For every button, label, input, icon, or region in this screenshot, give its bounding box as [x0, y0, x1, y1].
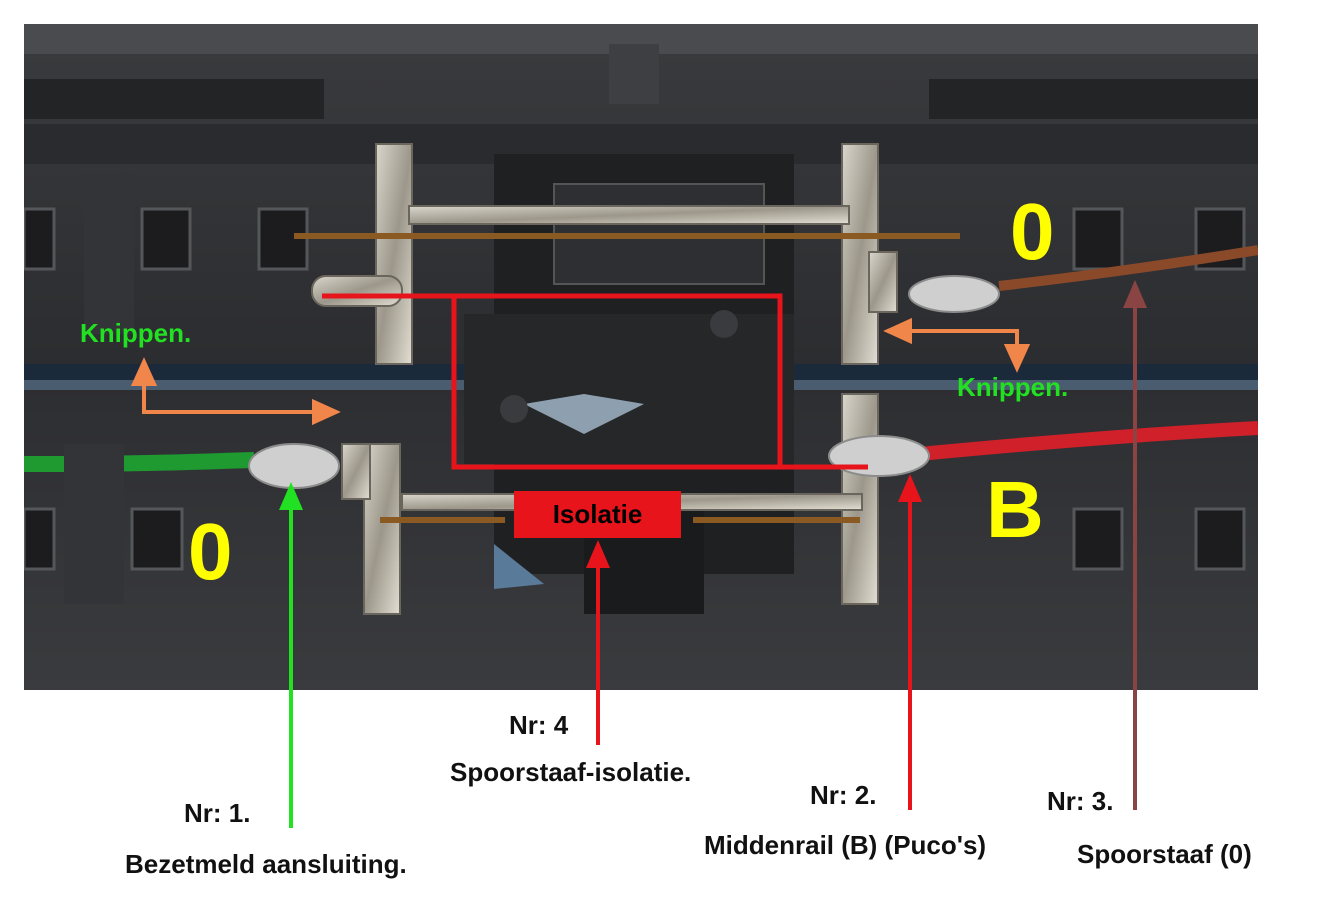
- nr3-text: Spoorstaaf (0): [1077, 839, 1252, 869]
- nr4-text: Spoorstaaf-isolatie.: [450, 757, 692, 787]
- knippen-left-arrow: [130, 357, 341, 426]
- nr4-arrow: [586, 540, 610, 745]
- middenrail-outline: [322, 293, 783, 470]
- knippen-label-right: Knippen.: [957, 372, 1069, 402]
- marker-zero-bottom-left: 0: [188, 507, 233, 596]
- track-photo: [24, 24, 1258, 690]
- nr3-number: Nr: 3.: [1047, 786, 1114, 816]
- marker-b: B: [986, 465, 1044, 554]
- nr2-arrow: [898, 474, 922, 810]
- nr3-arrow: [1123, 280, 1147, 810]
- marker-zero-top-right: 0: [1010, 187, 1055, 276]
- knippen-right-arrow: [883, 317, 1031, 373]
- isolatie-label: Isolatie: [552, 499, 643, 529]
- nr4-number: Nr: 4: [509, 710, 569, 740]
- nr1-number: Nr: 1.: [184, 798, 251, 828]
- knippen-label-left: Knippen.: [80, 318, 192, 348]
- nr2-number: Nr: 2.: [810, 780, 877, 810]
- isolatie-box: Isolatie: [514, 491, 681, 538]
- nr2-text: Middenrail (B) (Puco's): [704, 830, 987, 860]
- nr1-arrow: [279, 482, 303, 828]
- nr1-text: Bezetmeld aansluiting.: [125, 849, 407, 879]
